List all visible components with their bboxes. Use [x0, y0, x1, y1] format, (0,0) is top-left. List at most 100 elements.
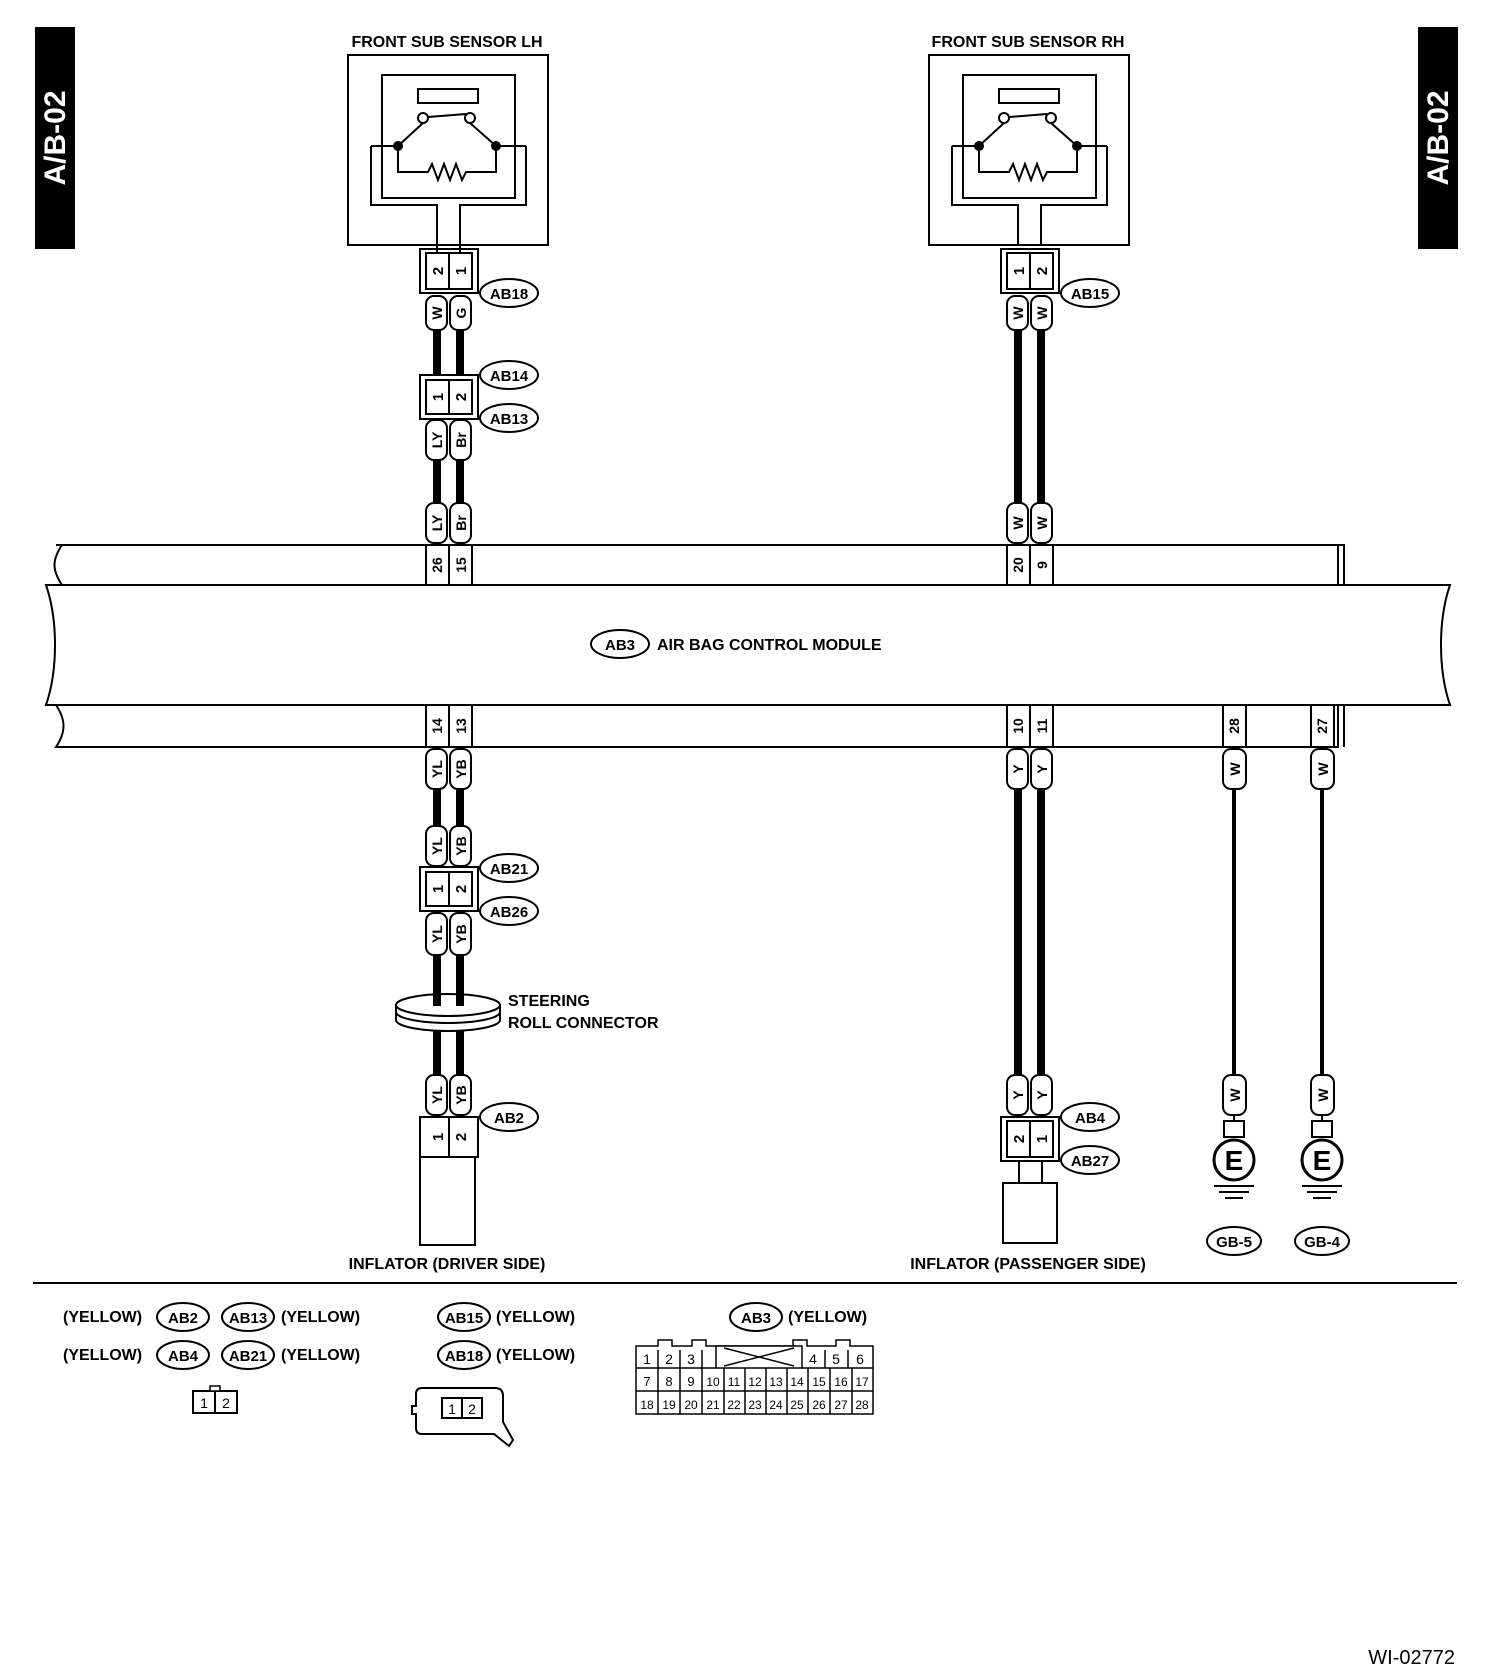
- ground-gb5: W W E GB-5: [1206, 748, 1262, 1256]
- ab3-face-pin-27: 27: [834, 1398, 848, 1412]
- ab3-connector-face: [635, 1339, 874, 1415]
- module-pin-20: 20: [1010, 557, 1026, 573]
- sensor-rh-title: FRONT SUB SENSOR RH: [932, 34, 1125, 51]
- legend-yellow-5: (YELLOW): [496, 1309, 575, 1326]
- legend-ab18: AB18: [445, 1348, 483, 1365]
- legend-ab13: AB13: [229, 1310, 267, 1327]
- module-pin-10: 10: [1010, 718, 1026, 734]
- driver-color-yl-2: YL: [429, 837, 445, 855]
- legend-yellow-6: (YELLOW): [496, 1347, 575, 1364]
- driver-color-yb-4: YB: [453, 1085, 469, 1104]
- gb5-symbol: E: [1225, 1145, 1244, 1176]
- passenger-color-y-3: Y: [1010, 1090, 1026, 1100]
- ab15-pin-2: 2: [1034, 267, 1051, 275]
- legend-ab3: AB3: [741, 1310, 771, 1327]
- lh-color-tags-top: W G: [425, 295, 472, 331]
- ab3-face-pin-21: 21: [706, 1398, 720, 1412]
- badge-ab27: AB27: [1060, 1145, 1120, 1175]
- rh-connector-ab15: 1 2: [1000, 248, 1060, 294]
- legend-g2-pin-1: 1: [448, 1401, 456, 1417]
- ab3-face-pin-26: 26: [812, 1398, 826, 1412]
- ab3-face-pin-15: 15: [812, 1375, 826, 1389]
- sensor-rh-node-right: [1072, 141, 1082, 151]
- module-pin-13: 13: [453, 718, 469, 734]
- side-tab-left-label: A/B-02: [39, 90, 72, 185]
- module-bottom-pins: 14 13 10 11 28 27: [425, 704, 1335, 748]
- badge-ab3: AB3: [590, 629, 650, 659]
- ab3-face-pin-labels: 1 2 3 4 5 6 7 8 9 10 11 12 13 14 15 16 1…: [640, 1351, 869, 1412]
- lh-color-br: Br: [453, 432, 469, 448]
- badge-ab27-label: AB27: [1071, 1153, 1109, 1170]
- driver-color-yl-4: YL: [429, 1086, 445, 1104]
- connector-ab21-ab26: 1 2: [419, 866, 479, 912]
- ab3-face-pin-1: 1: [643, 1351, 651, 1367]
- rh-module-color-w-1: W: [1010, 516, 1026, 530]
- badge-ab2: AB2: [479, 1102, 539, 1132]
- badge-ab14: AB14: [479, 360, 539, 390]
- ab3-face-pin-8: 8: [665, 1374, 672, 1389]
- rh-module-color-w-2: W: [1034, 516, 1050, 530]
- ab3-face-pin-25: 25: [790, 1398, 804, 1412]
- driver-wires: [433, 790, 464, 1075]
- ab3-face-pin-11: 11: [728, 1375, 741, 1389]
- ab3-face-pin-17: 17: [855, 1375, 869, 1389]
- passenger-color-y-1: Y: [1010, 764, 1026, 774]
- connector-ab18: 2 1: [419, 248, 479, 294]
- gb4-label: GB-4: [1304, 1234, 1340, 1251]
- ab18-pin-1: 2: [430, 267, 447, 275]
- badge-ab21: AB21: [479, 853, 539, 883]
- badge-ab26: AB26: [479, 896, 539, 926]
- legend-g1-pin-2: 2: [222, 1395, 230, 1411]
- badge-ab21-label: AB21: [490, 861, 528, 878]
- rh-color-w-1: W: [1010, 306, 1026, 320]
- legend-group-3: AB3 (YELLOW) 1: [635, 1302, 874, 1415]
- ab21-pin-2: 2: [453, 885, 470, 893]
- ab3-face-pin-3: 3: [687, 1351, 695, 1367]
- module-pin-26: 26: [429, 557, 445, 573]
- sensor-lh-title: FRONT SUB SENSOR LH: [351, 34, 542, 51]
- ab3-face-pin-20: 20: [684, 1398, 698, 1412]
- module-pin-14: 14: [429, 718, 445, 734]
- lh-color-tags-module: LY Br: [425, 502, 472, 544]
- passenger-color-y-2: Y: [1034, 764, 1050, 774]
- driver-color-yl-1: YL: [429, 760, 445, 778]
- ab3-face-pin-24: 24: [769, 1398, 783, 1412]
- connector-ab2: 1 2: [419, 1116, 479, 1246]
- legend-ab2: AB2: [168, 1310, 198, 1327]
- ab3-face-pin-18: 18: [640, 1398, 654, 1412]
- legend-ab15: AB15: [445, 1310, 483, 1327]
- passenger-color-tags-bottom: Y Y: [1006, 1074, 1053, 1116]
- gb5-color-top: W: [1227, 762, 1243, 776]
- legend-yellow-2: (YELLOW): [281, 1309, 360, 1326]
- ab21-pin-1: 1: [430, 885, 447, 893]
- passenger-color-tags-top: Y Y: [1006, 748, 1053, 790]
- legend-yellow-1: (YELLOW): [63, 1309, 142, 1326]
- ab3-face-pin-22: 22: [727, 1398, 741, 1412]
- ab3-face-pin-28: 28: [855, 1398, 869, 1412]
- ab3-face-pin-12: 12: [748, 1375, 762, 1389]
- side-tab-right-label: A/B-02: [1422, 90, 1455, 185]
- ab3-face-pin-5: 5: [832, 1351, 840, 1367]
- module-body: [44, 544, 1452, 748]
- inflator-driver-label: INFLATOR (DRIVER SIDE): [349, 1256, 546, 1273]
- gb4-color-top: W: [1315, 762, 1331, 776]
- ab3-face-pin-7: 7: [643, 1374, 650, 1389]
- badge-ab18-label: AB18: [490, 286, 528, 303]
- rh-color-tags-module: W W: [1006, 502, 1053, 544]
- steering-roll-connector: [395, 993, 501, 1032]
- lh-color-w: W: [429, 306, 445, 320]
- steering-label-1: STEERING: [508, 993, 590, 1010]
- rh-wires: [1014, 330, 1045, 505]
- badge-ab3-label: AB3: [605, 637, 635, 654]
- module-pin-11: 11: [1034, 718, 1050, 733]
- badge-ab15-label: AB15: [1071, 286, 1109, 303]
- driver-color-yb-3: YB: [453, 924, 469, 943]
- ab3-face-pin-14: 14: [790, 1375, 804, 1389]
- ab18-pin-2: 1: [453, 267, 470, 275]
- ab2-pin-2: 2: [453, 1133, 470, 1141]
- badge-ab13: AB13: [479, 403, 539, 433]
- figure-id: WI-02772: [1368, 1647, 1455, 1669]
- ab4-pin-1: 1: [1034, 1135, 1051, 1143]
- sensor-lh-body: [347, 54, 549, 246]
- steering-label-2: ROLL CONNECTOR: [508, 1015, 659, 1032]
